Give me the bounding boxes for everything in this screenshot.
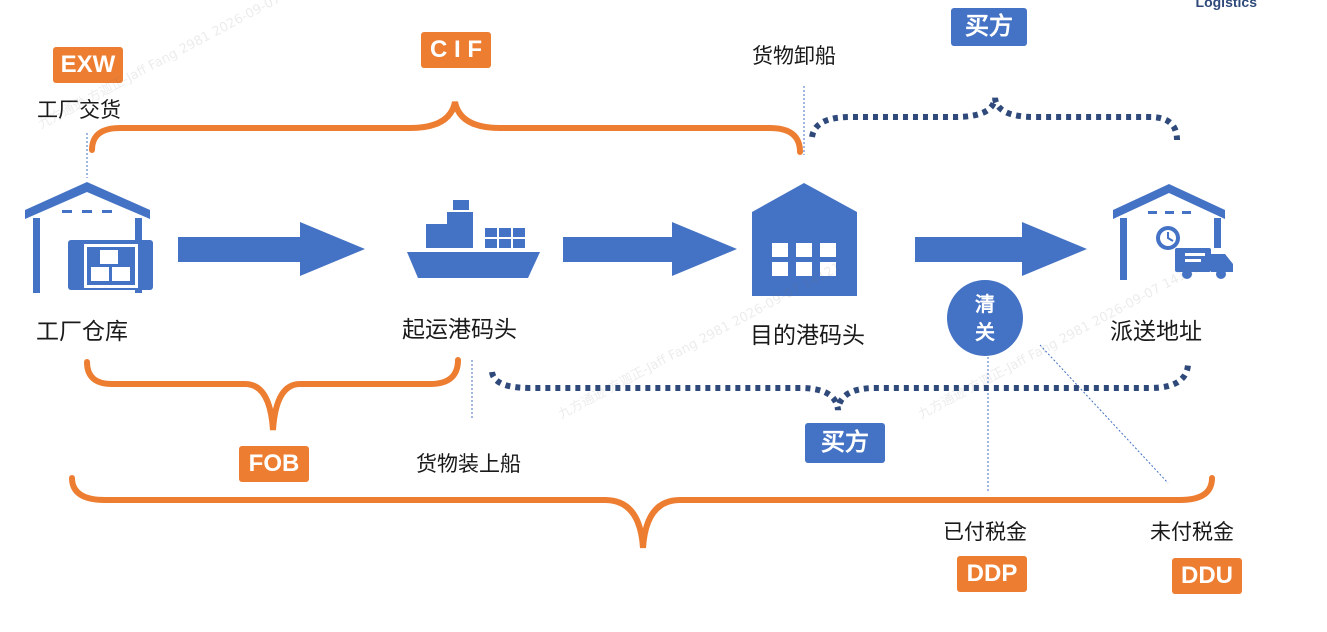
arrow-right-icon xyxy=(563,222,737,276)
fob-tag: FOB xyxy=(239,446,309,482)
ddu-tag: DDU xyxy=(1172,558,1242,594)
node-delivery: 派送地址 xyxy=(1110,319,1202,345)
flow-arrows xyxy=(178,222,1087,276)
exw-tag: EXW xyxy=(53,47,123,83)
node-origin-port: 起运港码头 xyxy=(402,317,517,343)
buyer-brace-bottom xyxy=(489,364,1191,411)
ddp-tag: DDP xyxy=(957,556,1027,592)
cif-brace xyxy=(89,101,803,155)
ddu-leader xyxy=(1039,344,1169,484)
ship-icon xyxy=(407,200,540,278)
arrow-right-icon xyxy=(178,222,365,276)
node-dest-port: 目的港码头 xyxy=(750,323,865,349)
delivery-warehouse-icon xyxy=(1113,184,1233,280)
warehouse-icon xyxy=(25,182,153,293)
leader-lines xyxy=(86,86,1169,493)
customs-badge: 清关 xyxy=(947,280,1023,356)
cif-tag: C I F xyxy=(421,32,491,68)
buyer-tag-bottom: 买方 xyxy=(805,423,885,463)
brand-logo-text: Logistics xyxy=(1195,0,1257,10)
node-factory: 工厂仓库 xyxy=(36,319,128,345)
event-factory-delivery: 工厂交货 xyxy=(37,98,121,122)
ddp-brace xyxy=(69,475,1215,549)
buyer-brace-top xyxy=(809,97,1180,141)
event-tax-unpaid: 未付税金 xyxy=(1150,520,1234,544)
event-tax-paid: 已付税金 xyxy=(943,520,1027,544)
customs-badge-label: 清关 xyxy=(975,292,995,344)
fob-brace xyxy=(84,357,461,431)
port-building-icon xyxy=(752,183,857,296)
event-loading: 货物装上船 xyxy=(416,452,521,476)
buyer-tag-top: 买方 xyxy=(951,8,1027,46)
event-unloading: 货物卸船 xyxy=(752,44,836,68)
arrow-right-icon xyxy=(915,222,1087,276)
